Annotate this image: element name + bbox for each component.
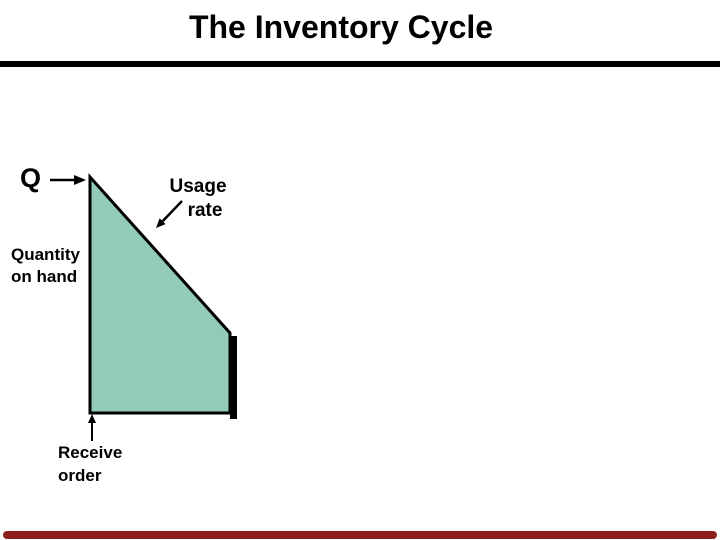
title-divider-rule	[0, 61, 720, 67]
usage-rate-arrow	[156, 200, 183, 228]
quantity-on-hand-label-line1: Quantity	[11, 245, 80, 264]
quantity-on-hand-label-line2: on hand	[11, 267, 78, 286]
quantity-on-hand-label: Quantity on hand	[11, 244, 80, 288]
usage-rate-arrow-shaft	[161, 200, 183, 223]
usage-rate-label-line2: rate	[187, 200, 223, 221]
receive-order-label-line2: order	[58, 466, 102, 485]
q-arrow	[50, 175, 86, 185]
usage-rate-label: Usage rate	[162, 175, 234, 223]
receive-order-arrow	[88, 414, 96, 441]
footer-accent-bar	[3, 531, 717, 539]
q-arrow-head-icon	[74, 175, 86, 185]
q-label: Q	[20, 163, 42, 193]
receive-order-label: Receive order	[58, 441, 122, 487]
receive-order-label-line1: Receive	[58, 443, 123, 462]
usage-rate-arrow-head-icon	[156, 218, 166, 228]
receive-order-arrow-head-icon	[88, 414, 96, 423]
replenishment-bar	[230, 336, 237, 419]
slide-title: The Inventory Cycle	[188, 9, 494, 45]
usage-rate-label-line1: Usage	[169, 176, 227, 197]
